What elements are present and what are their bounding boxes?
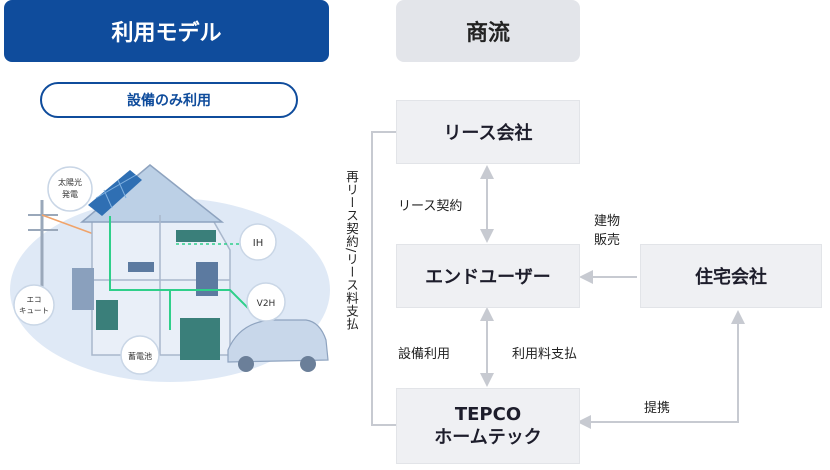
model-pill: 設備のみ利用 (40, 82, 298, 118)
connectors (371, 131, 745, 429)
ecocute-icon: エコ キュート (13, 284, 55, 326)
partnership-arrow (577, 310, 745, 429)
tepco-line2: ホームテック (434, 427, 542, 448)
battery-icon: 蓄電池 (120, 335, 160, 375)
building-sale-label: 建物 販売 (594, 212, 620, 250)
partnership-label: 提携 (644, 401, 671, 416)
fee-payment-label: 利用料支払 (512, 347, 578, 362)
lease-company-node: リース会社 (396, 100, 580, 164)
building-sale-line1: 建物 (594, 214, 621, 229)
ecocute-label-line2: キュート (19, 306, 49, 315)
lease-contract-label: リース契約 (398, 199, 463, 214)
ih-label: IH (253, 238, 263, 249)
solar-label-line1: 太陽光 (58, 177, 82, 187)
ecocute-label-line1: エコ (27, 295, 42, 304)
solar-icon: 太陽光 発電 (47, 166, 93, 212)
relese-label: 再リース契約/リース料支払 (344, 170, 359, 331)
housing-company-node: 住宅会社 (640, 244, 822, 308)
relese-loop-line (371, 131, 396, 426)
ih-icon: IH (239, 223, 277, 261)
building-sale-line2: 販売 (594, 233, 621, 248)
solar-label-line2: 発電 (62, 190, 78, 199)
tepco-line1: TEPCO (454, 403, 522, 425)
right-header: 商流 (396, 0, 580, 62)
house-illustration (10, 164, 330, 382)
battery-label: 蓄電池 (128, 351, 152, 361)
end-user-node: エンドユーザー (396, 244, 580, 308)
v2h-icon: V2H (246, 282, 286, 322)
left-header: 利用モデル (4, 0, 329, 62)
v2h-label: V2H (257, 299, 276, 309)
tepco-node: TEPCO ホームテック (396, 388, 580, 464)
equipment-use-label: 設備利用 (398, 347, 451, 362)
